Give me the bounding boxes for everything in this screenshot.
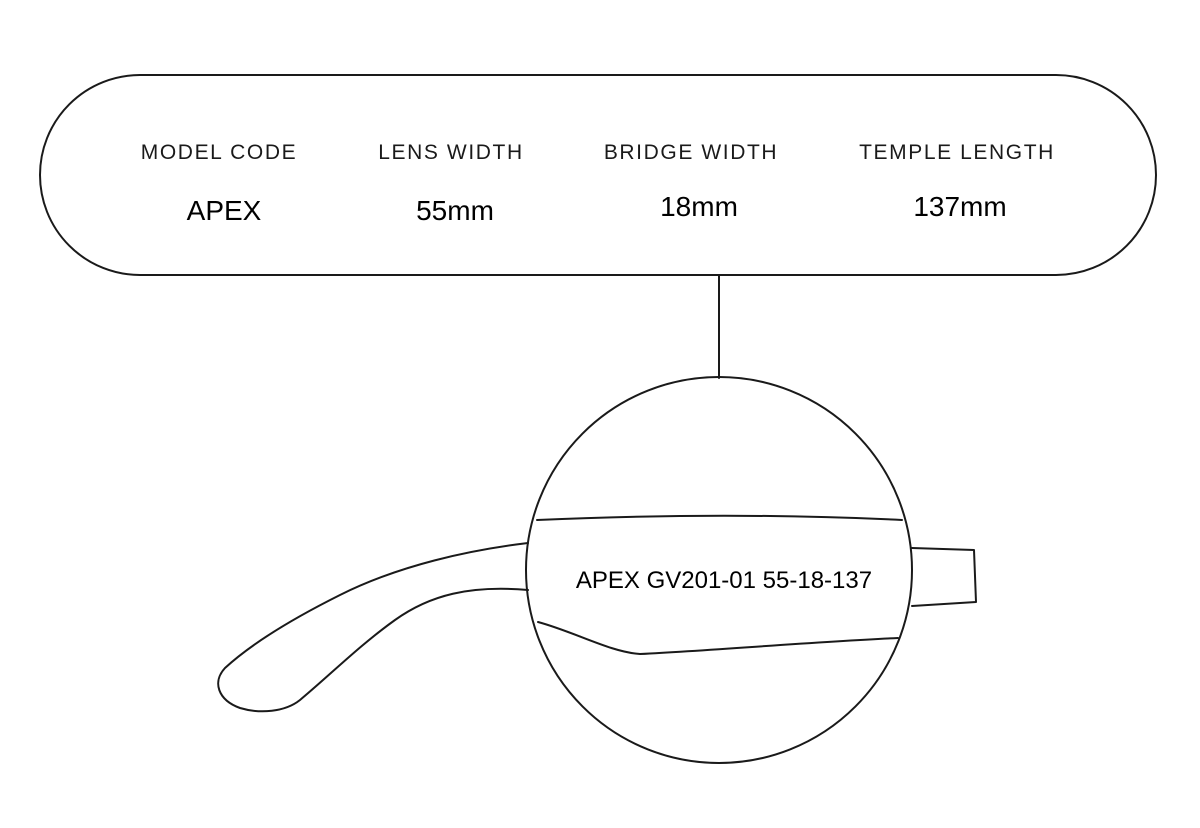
spec-label-bridge-width: BRIDGE WIDTH [604, 141, 778, 164]
spec-panel [39, 74, 1157, 276]
temple-bottom-edge [537, 621, 899, 655]
magnifier-circle [525, 376, 913, 764]
engraving-text: APEX GV201-01 55-18-137 [576, 567, 872, 594]
spec-label-lens-width: LENS WIDTH [378, 141, 524, 164]
spec-value-temple-length: 137mm [913, 191, 1006, 222]
spec-label-model-code: MODEL CODE [141, 141, 297, 164]
spec-label-temple-length: TEMPLE LENGTH [859, 141, 1055, 164]
hinge-tab-outline [911, 547, 977, 607]
spec-value-bridge-width: 18mm [660, 191, 738, 222]
spec-value-model-code: APEX [187, 195, 262, 226]
spec-value-lens-width: 55mm [416, 195, 494, 226]
temple-arm-outline [217, 542, 529, 713]
temple-top-edge [536, 514, 903, 521]
